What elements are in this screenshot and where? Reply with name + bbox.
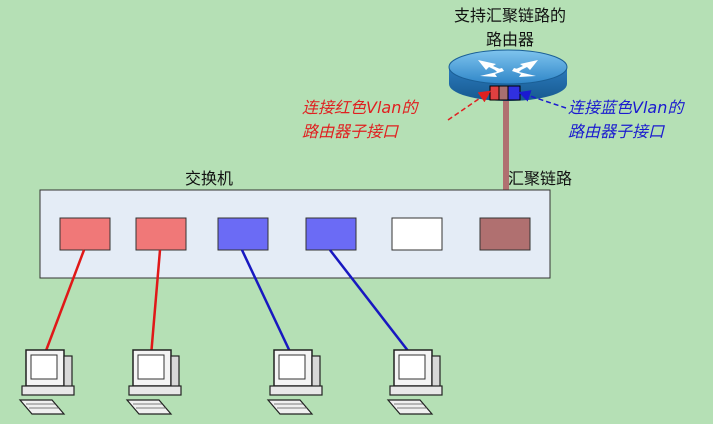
computer-icon xyxy=(18,349,75,415)
trunk-label: 汇聚链路 xyxy=(508,169,573,188)
cable-red-2 xyxy=(149,249,162,357)
switch-body xyxy=(39,189,551,279)
router-title-line2: 路由器 xyxy=(485,30,534,49)
blue-note-line2: 路由器子接口 xyxy=(568,122,665,141)
switch-port-5 xyxy=(391,217,443,251)
switch-port-trunk xyxy=(479,217,531,251)
red-note-line2: 路由器子接口 xyxy=(302,122,399,141)
cable-blue-1 xyxy=(240,249,294,357)
switch-port-2 xyxy=(135,217,187,251)
switch-port-4 xyxy=(305,217,357,251)
computer-icon xyxy=(125,349,182,415)
blue-subinterface-arrow xyxy=(518,90,567,109)
blue-note-line1: 连接蓝色Vlan的 xyxy=(568,98,684,117)
router-arrows-icon xyxy=(478,60,538,77)
switch-port-3 xyxy=(217,217,269,251)
red-subinterface-label: 连接红色Vlan的 路由器子接口 xyxy=(302,96,417,144)
router xyxy=(448,49,568,101)
computer-icon xyxy=(386,349,443,415)
cable-blue-2 xyxy=(329,249,413,357)
red-note-line1: 连接红色Vlan的 xyxy=(302,98,418,117)
computer-icon xyxy=(266,349,323,415)
router-title: 支持汇聚链路的 路由器 xyxy=(420,4,600,52)
cable-red-1 xyxy=(42,249,86,357)
router-title-line1: 支持汇聚链路的 xyxy=(453,6,566,25)
switch-label: 交换机 xyxy=(185,169,234,188)
switch-port-1 xyxy=(59,217,111,251)
router-blue-subinterface xyxy=(507,85,521,101)
blue-subinterface-label: 连接蓝色Vlan的 路由器子接口 xyxy=(568,96,683,144)
